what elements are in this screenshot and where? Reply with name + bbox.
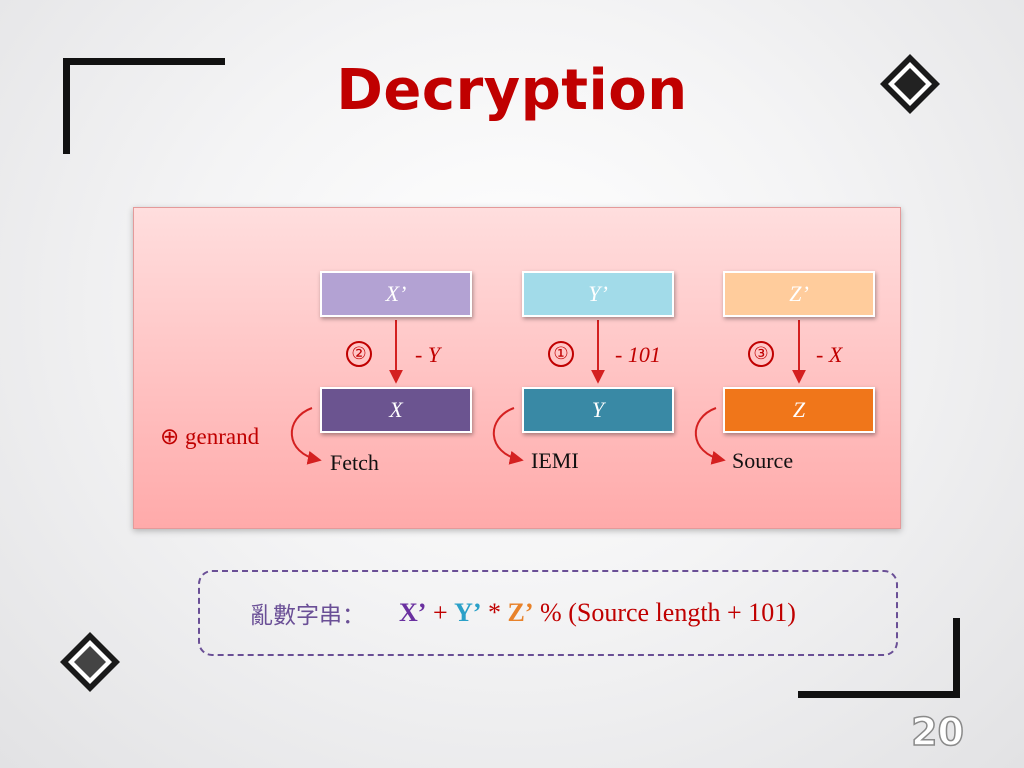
formula-rest: % (Source length + 101) bbox=[533, 598, 796, 627]
formula-x: X’ bbox=[399, 598, 427, 627]
box-y-prime-text: Y’ bbox=[588, 281, 608, 306]
box-x-text: X bbox=[389, 397, 403, 422]
diamond-icon-bottom-left bbox=[58, 630, 122, 694]
page-number: 20 bbox=[910, 709, 964, 755]
box-z-text: Z bbox=[792, 397, 806, 422]
label-fetch: Fetch bbox=[330, 450, 379, 475]
diagram-panel: X’ X ② - Y Fetch Y’ Y ① - 101 IEMI Z’ Z … bbox=[133, 207, 901, 529]
box-y-text: Y bbox=[591, 397, 605, 422]
diamond-icon-top-right bbox=[878, 52, 942, 116]
op-minus-y: - Y bbox=[415, 342, 441, 367]
formula-y: Y’ bbox=[454, 598, 482, 627]
op-minus-101: - 101 bbox=[615, 342, 661, 367]
step-2-badge: ② bbox=[346, 341, 372, 367]
slide-title: Decryption bbox=[336, 58, 688, 123]
label-source: Source bbox=[732, 448, 794, 473]
box-x: X bbox=[320, 387, 472, 433]
corner-bracket-bottom-right-h bbox=[798, 691, 960, 698]
corner-bracket-top-left-h bbox=[63, 58, 225, 65]
box-z-prime-text: Z’ bbox=[789, 281, 809, 306]
formula-label: 亂數字串： bbox=[250, 603, 365, 629]
formula-z: Z’ bbox=[507, 598, 534, 627]
box-x-prime-text: X’ bbox=[385, 281, 407, 306]
box-y: Y bbox=[522, 387, 674, 433]
curve-arrow-source bbox=[694, 407, 726, 465]
label-iemi: IEMI bbox=[531, 448, 579, 473]
formula-times: * bbox=[481, 598, 508, 627]
corner-bracket-bottom-right-v bbox=[953, 618, 960, 698]
step-3-badge: ③ bbox=[748, 341, 774, 367]
genrand-label: ⊕ genrand bbox=[160, 424, 260, 449]
curve-arrow-iemi bbox=[492, 407, 524, 465]
arrows-layer bbox=[290, 320, 806, 465]
op-minus-x: - X bbox=[816, 342, 843, 367]
formula-plus: + bbox=[426, 598, 455, 627]
curve-arrow-fetch bbox=[290, 407, 322, 465]
formula-box: 亂數字串： X’ + Y’ * Z’ % (Source length + 10… bbox=[198, 570, 898, 656]
box-y-prime: Y’ bbox=[522, 271, 674, 317]
corner-bracket-top-left-v bbox=[63, 58, 70, 154]
step-1-badge: ① bbox=[548, 341, 574, 367]
box-z-prime: Z’ bbox=[723, 271, 875, 317]
box-x-prime: X’ bbox=[320, 271, 472, 317]
box-z: Z bbox=[723, 387, 875, 433]
